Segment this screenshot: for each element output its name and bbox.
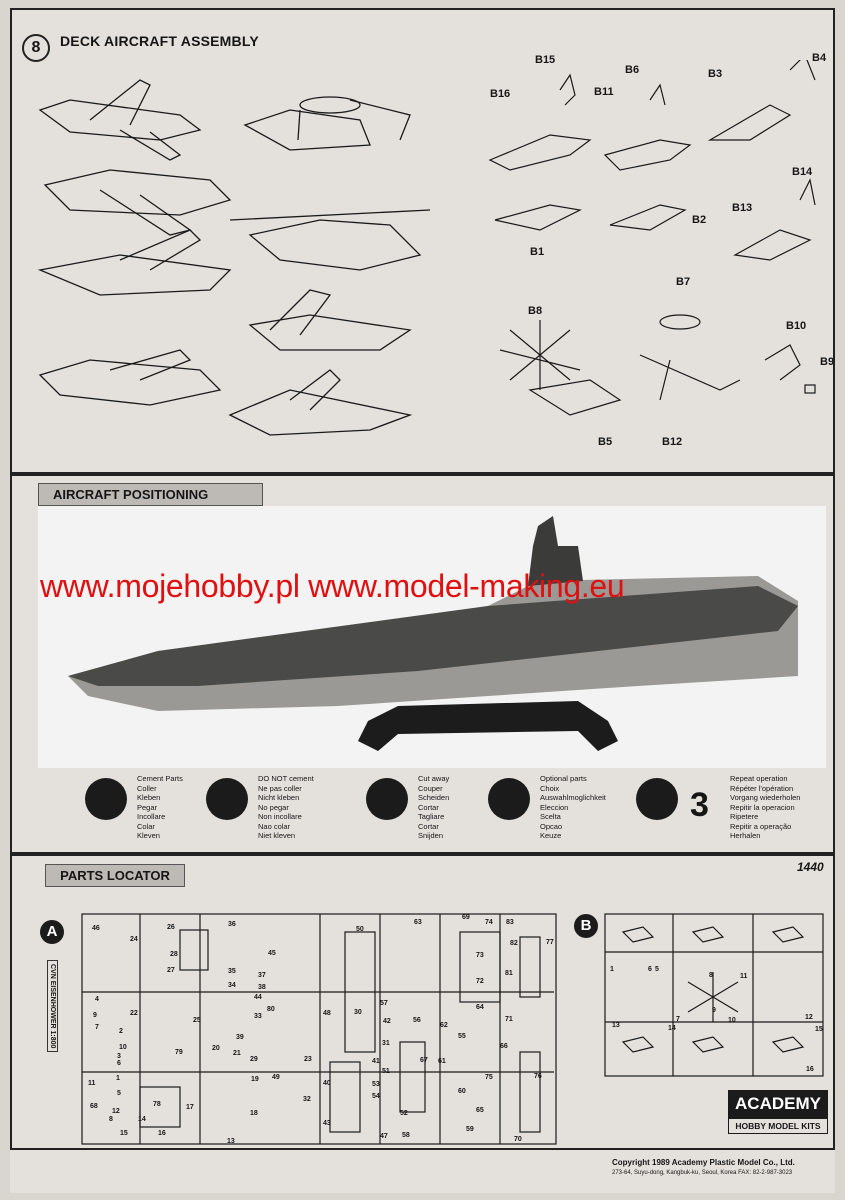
cut-icon [366,778,408,820]
positioning-title: AIRCRAFT POSITIONING [38,483,263,506]
aircraft-illustrations [37,79,431,436]
part-label-b13: B13 [732,202,753,214]
sprue-b-diagram [604,913,824,1077]
part-label-b10: B10 [786,320,807,332]
sprue-b-badge: B [574,914,598,938]
part-label-b4: B4 [812,52,827,64]
carrier-photo [38,506,826,768]
watermark-text: www.mojehobby.pl www.model-making.eu [40,568,625,604]
positioning-frame [10,474,835,854]
part-label-b3: B3 [708,68,723,80]
part-label-b11: B11 [594,86,614,98]
repeat-count: 3 [690,786,709,824]
optional-icon [488,778,530,820]
step-8-frame [10,8,835,474]
brand-tag: HOBBY MODEL KITS [728,1118,828,1134]
part-label-b8: B8 [528,305,543,317]
copyright-line: Copyright 1989 Academy Plastic Model Co.… [612,1158,795,1167]
step-number: 8 [22,34,50,62]
carrier-silhouette [38,506,826,768]
no-cement-icon [206,778,248,820]
sprue-a-diagram [81,913,557,1145]
part-label-b2: B2 [692,214,707,226]
brand-name: ACADEMY [728,1090,828,1118]
part-label-b6: B6 [625,64,640,76]
locator-frame [10,854,835,1150]
aircraft-parts-illustrations [488,60,816,416]
cement-icon [85,778,127,820]
sprue-a-label: CVN EISENHOWER 1:800 [47,960,58,1053]
step-title: DECK AIRCRAFT ASSEMBLY [60,33,259,49]
part-label-b9: B9 [820,356,835,368]
part-label-b15: B15 [535,54,556,66]
part-label-b5: B5 [598,436,613,448]
repeat-icon [636,778,678,820]
sprue-a-badge: A [40,920,64,944]
part-label-b12: B12 [662,436,683,448]
part-label-b16: B16 [490,88,511,100]
part-label-b1: B1 [530,246,545,258]
address-line: 273-64, Suyu-dong, Kangbuk-ku, Seoul, Ko… [612,1170,793,1176]
academy-logo: ACADEMY HOBBY MODEL KITS [728,1090,828,1134]
kit-code: 1440 [797,860,824,874]
locator-title: PARTS LOCATOR [45,864,185,887]
part-label-b14: B14 [792,166,813,178]
part-label-b7: B7 [676,276,691,288]
